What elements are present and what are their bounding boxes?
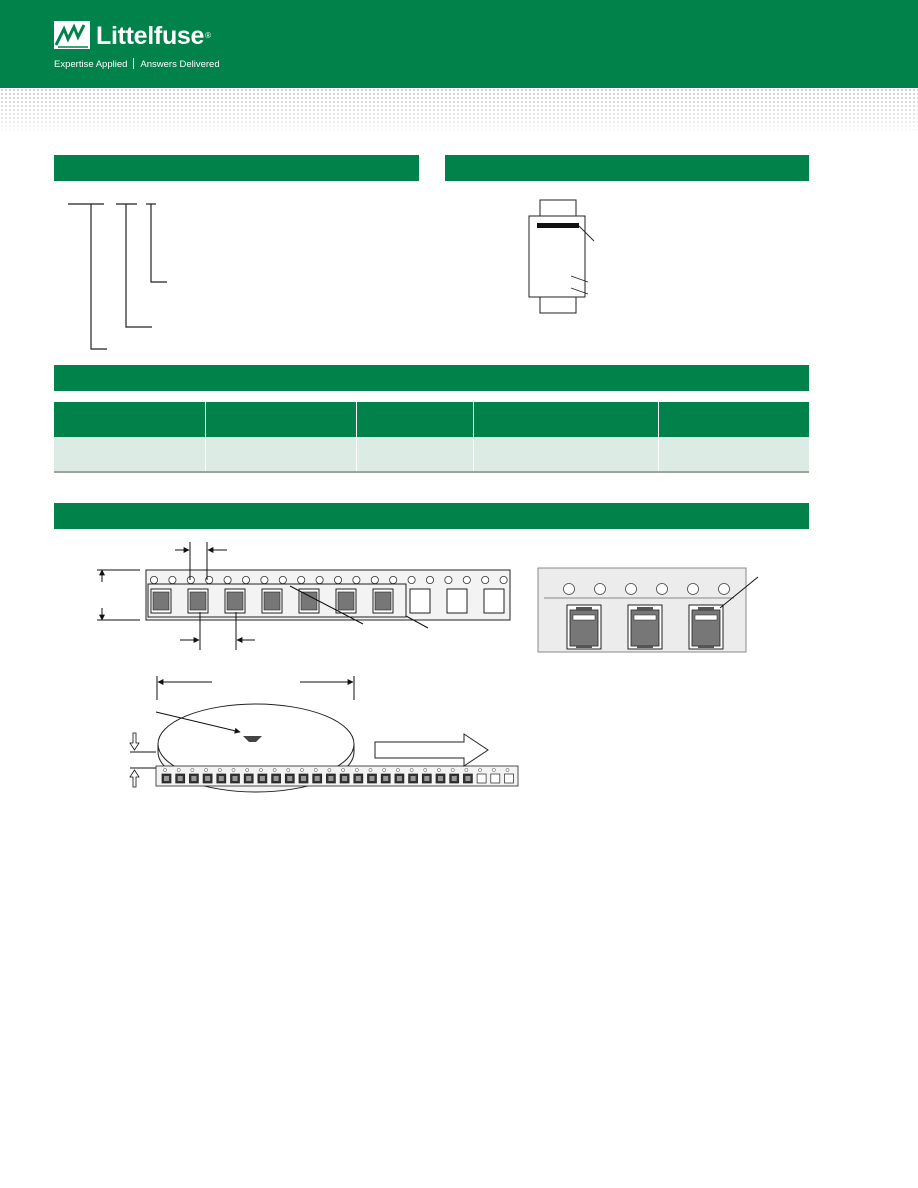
component bbox=[374, 591, 392, 611]
sprocket-hole bbox=[370, 576, 379, 585]
section-bar-marking bbox=[445, 155, 809, 181]
component bbox=[263, 591, 281, 611]
tape-pocket bbox=[446, 588, 468, 614]
packaging-table-row bbox=[54, 437, 809, 473]
reel-thickness-arrow-bottom bbox=[129, 769, 140, 788]
sprocket-hole bbox=[260, 576, 269, 585]
section-bar-tape-reel bbox=[54, 503, 809, 529]
section-bar-packaging bbox=[54, 365, 809, 391]
sprocket-hole bbox=[278, 576, 287, 585]
sprocket-hole bbox=[594, 583, 606, 595]
tape-pocket bbox=[409, 588, 431, 614]
littelfuse-logo-icon bbox=[54, 21, 90, 49]
brand-name: Littelfuse® bbox=[96, 22, 211, 50]
sprocket-hole bbox=[563, 583, 575, 595]
tape-pocket bbox=[490, 773, 501, 784]
component bbox=[189, 591, 207, 611]
sprocket-hole bbox=[481, 576, 490, 585]
component bbox=[226, 591, 244, 611]
packaging-table-header bbox=[54, 402, 809, 437]
sprocket-hole bbox=[625, 583, 637, 595]
sprocket-hole bbox=[425, 576, 434, 585]
sprocket-hole bbox=[168, 576, 177, 585]
sprocket-hole bbox=[333, 576, 342, 585]
component bbox=[337, 591, 355, 611]
sprocket-hole bbox=[389, 576, 398, 585]
sprocket-hole bbox=[186, 576, 195, 585]
component bbox=[300, 591, 318, 611]
tape-pocket bbox=[504, 773, 514, 784]
cathode-band bbox=[537, 223, 579, 228]
sprocket-hole bbox=[687, 583, 699, 595]
sprocket-hole bbox=[352, 576, 361, 585]
tape-pocket bbox=[476, 773, 487, 784]
sprocket-hole bbox=[407, 576, 416, 585]
cover-tape-outline bbox=[147, 583, 407, 618]
sprocket-hole bbox=[315, 576, 324, 585]
sprocket-hole bbox=[223, 576, 232, 585]
sprocket-hole bbox=[718, 583, 730, 595]
sprocket-hole bbox=[499, 576, 508, 585]
sprocket-hole bbox=[462, 576, 471, 585]
section-bar-part-numbering bbox=[54, 155, 419, 181]
tape-pocket bbox=[483, 588, 505, 614]
sprocket-hole bbox=[656, 583, 668, 595]
tagline-left: Expertise Applied bbox=[54, 59, 128, 70]
sprocket-hole bbox=[149, 576, 158, 585]
sprocket-hole bbox=[241, 576, 250, 585]
arrow-right-outline-icon bbox=[374, 733, 489, 767]
reel-thickness-arrow-top bbox=[129, 732, 140, 751]
component bbox=[152, 591, 170, 611]
tagline-right: Answers Delivered bbox=[140, 59, 220, 70]
sprocket-hole bbox=[444, 576, 453, 585]
header-banner: Littelfuse® Expertise Applied Answers Del… bbox=[0, 0, 918, 88]
brand-tagline: Expertise Applied Answers Delivered bbox=[54, 58, 220, 71]
sprocket-hole bbox=[297, 576, 306, 585]
